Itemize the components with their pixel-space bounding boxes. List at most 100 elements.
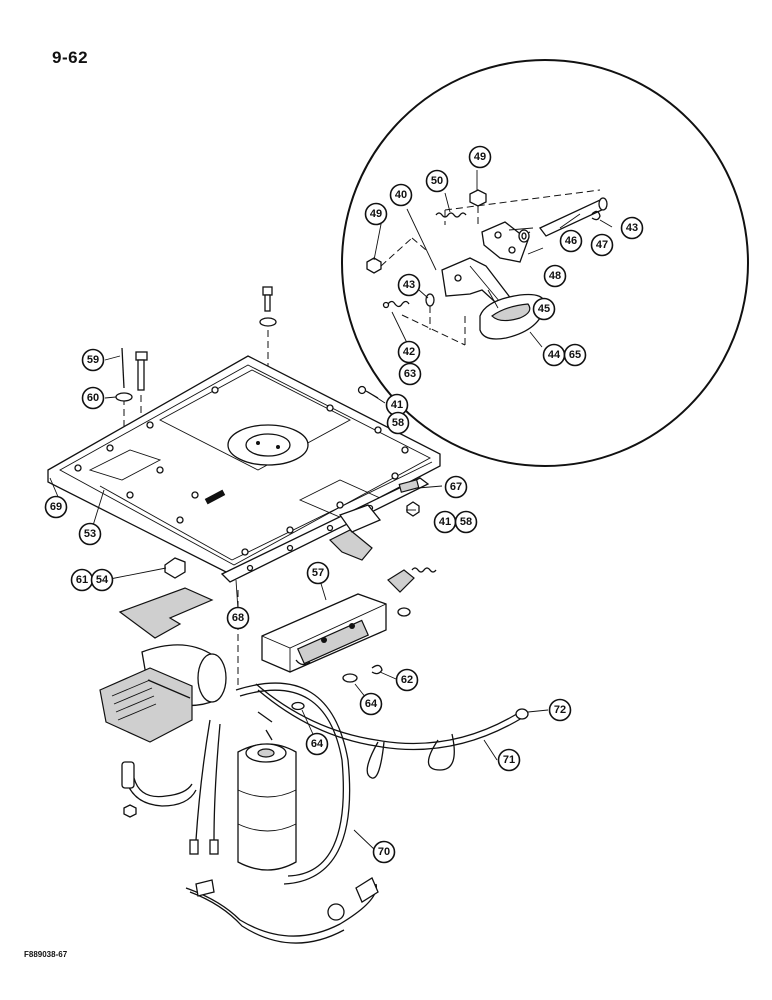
callout-41: 41	[385, 393, 409, 417]
washer	[115, 392, 133, 402]
callout-46: 46	[559, 229, 583, 253]
callout-54: 54	[90, 568, 114, 592]
callout-43: 43	[620, 216, 644, 240]
seat-mounting-plate	[47, 355, 441, 576]
callout-65: 65	[563, 343, 587, 367]
svg-text:48: 48	[549, 270, 561, 282]
striker	[398, 479, 420, 493]
callout-61: 61	[70, 568, 94, 592]
insulator-pad	[118, 587, 214, 639]
mounting-strap	[121, 761, 197, 818]
svg-text:42: 42	[403, 346, 415, 358]
air-spring	[237, 711, 297, 871]
callout-63: 63	[398, 362, 422, 386]
svg-text:67: 67	[450, 481, 462, 493]
callout-64: 64	[305, 732, 329, 756]
callout-62: 62	[395, 668, 419, 692]
svg-text:57: 57	[312, 567, 324, 579]
svg-text:41: 41	[391, 399, 403, 411]
svg-text:46: 46	[565, 235, 577, 247]
callout-48: 48	[543, 264, 567, 288]
wiring-harness	[185, 719, 379, 944]
callout-60: 60	[81, 386, 105, 410]
spring	[435, 212, 467, 218]
svg-text:60: 60	[87, 392, 99, 404]
callout-59: 59	[81, 348, 105, 372]
svg-text:40: 40	[395, 189, 407, 201]
bolt	[259, 286, 277, 460]
callout-50: 50	[425, 169, 449, 193]
svg-text:54: 54	[96, 574, 109, 586]
mounting-holes	[74, 386, 409, 556]
svg-text:58: 58	[392, 417, 404, 429]
svg-text:44: 44	[548, 349, 561, 361]
svg-text:62: 62	[401, 674, 413, 686]
lever-handle	[479, 293, 546, 340]
callout-64: 64	[359, 692, 383, 716]
air-hose	[235, 682, 529, 885]
height-valve-assembly	[261, 593, 387, 673]
callout-40: 40	[389, 183, 413, 207]
svg-text:59: 59	[87, 354, 99, 366]
nut	[444, 189, 601, 225]
callout-70: 70	[372, 840, 396, 864]
svg-text:49: 49	[370, 208, 382, 220]
clip	[371, 664, 383, 675]
callout-44: 44	[542, 343, 566, 367]
svg-text:43: 43	[403, 279, 415, 291]
pivot-bracket	[481, 221, 529, 263]
spring	[382, 300, 466, 346]
svg-text:72: 72	[554, 704, 566, 716]
svg-text:68: 68	[232, 612, 244, 624]
svg-text:64: 64	[365, 698, 378, 710]
valve-lever	[387, 569, 415, 617]
svg-text:63: 63	[404, 368, 416, 380]
callout-49: 49	[468, 145, 492, 169]
nut	[366, 237, 427, 274]
screw	[406, 501, 420, 517]
svg-text:53: 53	[84, 528, 96, 540]
svg-text:70: 70	[378, 846, 390, 858]
callout-68: 68	[226, 606, 250, 630]
svg-text:61: 61	[76, 574, 88, 586]
nut	[291, 673, 358, 711]
svg-text:49: 49	[474, 151, 486, 163]
callout-67: 67	[444, 475, 468, 499]
washer	[518, 229, 530, 243]
callout-57: 57	[306, 561, 330, 585]
svg-text:64: 64	[311, 738, 324, 750]
callout-42: 42	[397, 340, 421, 364]
callout-72: 72	[548, 698, 572, 722]
valve-spring	[411, 567, 437, 573]
retaining-clip	[425, 293, 435, 330]
svg-text:71: 71	[503, 754, 515, 766]
callout-47: 47	[590, 233, 614, 257]
svg-text:45: 45	[538, 303, 550, 315]
svg-text:58: 58	[460, 516, 472, 528]
callout-58: 58	[454, 510, 478, 534]
callout-45: 45	[532, 297, 556, 321]
svg-text:43: 43	[626, 222, 638, 234]
retaining-clip	[591, 210, 601, 221]
callout-43: 43	[397, 273, 421, 297]
svg-text:41: 41	[439, 516, 451, 528]
callout-69: 69	[44, 495, 68, 519]
detail-magnifier-circle	[341, 59, 749, 467]
svg-text:47: 47	[596, 239, 608, 251]
callout-71: 71	[497, 748, 521, 772]
svg-text:65: 65	[569, 349, 581, 361]
figure-code: F889038-67	[24, 950, 68, 959]
adjust-lever	[328, 504, 382, 561]
callout-53: 53	[78, 522, 102, 546]
callout-49: 49	[364, 202, 388, 226]
page-number: 9-62	[52, 48, 89, 67]
svg-text:50: 50	[431, 175, 443, 187]
release-lever	[441, 257, 513, 314]
svg-text:69: 69	[50, 501, 62, 513]
callout-58: 58	[386, 411, 410, 435]
air-compressor	[99, 644, 227, 743]
callout-41: 41	[433, 510, 457, 534]
bumper	[164, 557, 186, 579]
